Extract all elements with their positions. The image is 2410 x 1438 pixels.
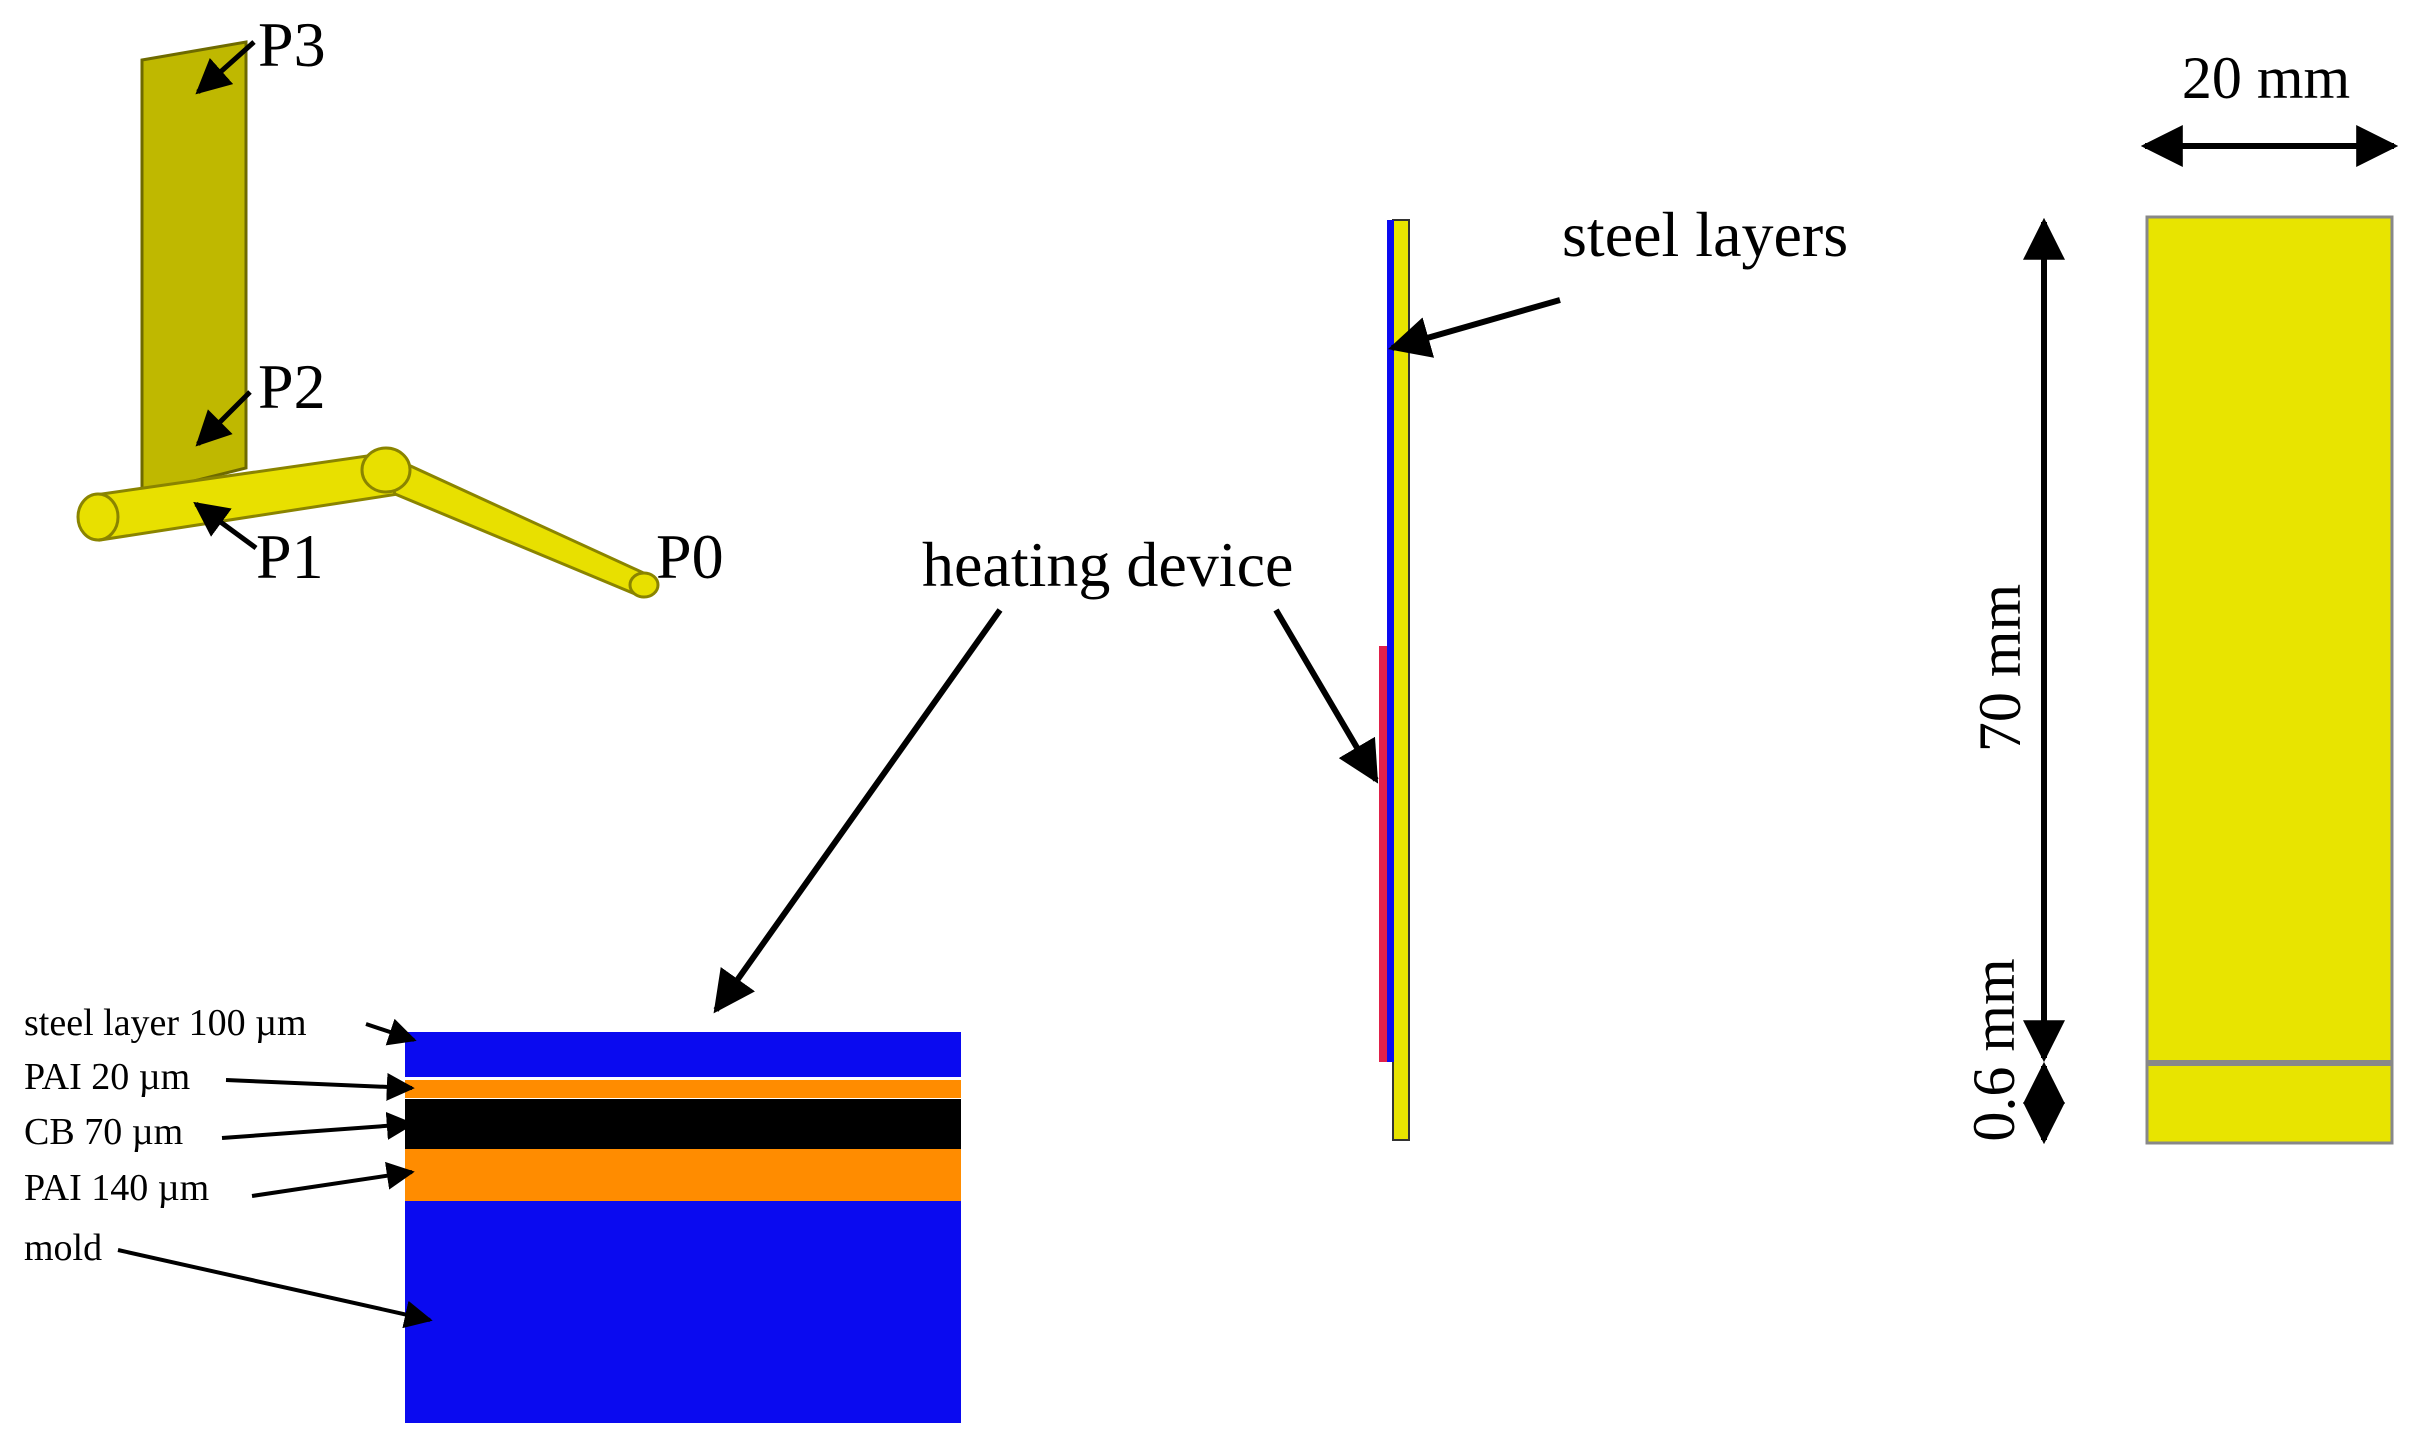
pointer-pai-140	[251, 1161, 415, 1198]
pointer-steel-layer	[365, 1018, 417, 1046]
label-cb: CB 70 µm	[24, 1111, 183, 1153]
width-dimension-label: 20 mm	[2182, 45, 2350, 111]
pointer-cb	[221, 1111, 415, 1140]
specimen-plate-3d	[140, 40, 248, 496]
label-p2: P2	[258, 351, 326, 422]
heating-arrow-to-side	[1273, 608, 1379, 784]
steel-layers-arrow	[1387, 297, 1561, 358]
specimen-rect	[2145, 215, 2394, 1145]
sprue-end	[628, 571, 660, 599]
heating-arrow-to-stack	[713, 608, 1003, 1014]
mold-model: P3 P2 P1 P0	[76, 9, 724, 599]
p2-pointer	[195, 390, 252, 447]
label-pai-20: PAI 20 µm	[24, 1056, 190, 1098]
specimen-front-view: 20 mm 70 mm 0.6 mm	[1961, 45, 2399, 1145]
layer-pai-140	[405, 1149, 961, 1201]
height-dimension-label: 70 mm	[1967, 584, 2033, 752]
layer-cb	[405, 1099, 961, 1149]
label-p0: P0	[656, 521, 724, 592]
side-steel-layer	[1387, 220, 1394, 1062]
p1-pointer	[193, 501, 258, 551]
layer-steel	[405, 1032, 961, 1077]
runner-left-cap	[76, 492, 120, 542]
runner-joint	[360, 446, 412, 494]
label-steel-layer: steel layer 100 µm	[24, 1002, 307, 1044]
side-yellow-layer	[1392, 219, 1410, 1141]
thickness-dimension-label: 0.6 mm	[1961, 958, 2027, 1141]
runner-right-arm	[377, 449, 650, 598]
label-mold: mold	[24, 1227, 102, 1269]
layer-stack: steel layer 100 µm PAI 20 µm CB 70 µm PA…	[24, 1002, 961, 1423]
layer-mold	[405, 1201, 961, 1423]
pointer-pai-20	[225, 1072, 415, 1101]
label-p1: P1	[256, 521, 324, 592]
side-heater	[1379, 646, 1387, 1062]
layer-pai-20	[405, 1080, 961, 1098]
heating-device-label: heating device	[922, 529, 1293, 600]
p3-pointer	[195, 40, 256, 95]
label-pai-140: PAI 140 µm	[24, 1167, 209, 1209]
pointer-mold	[117, 1248, 433, 1329]
label-p3: P3	[258, 9, 326, 80]
steel-layers-label: steel layers	[1562, 199, 1848, 270]
side-view: steel layers heating device	[713, 199, 1848, 1141]
